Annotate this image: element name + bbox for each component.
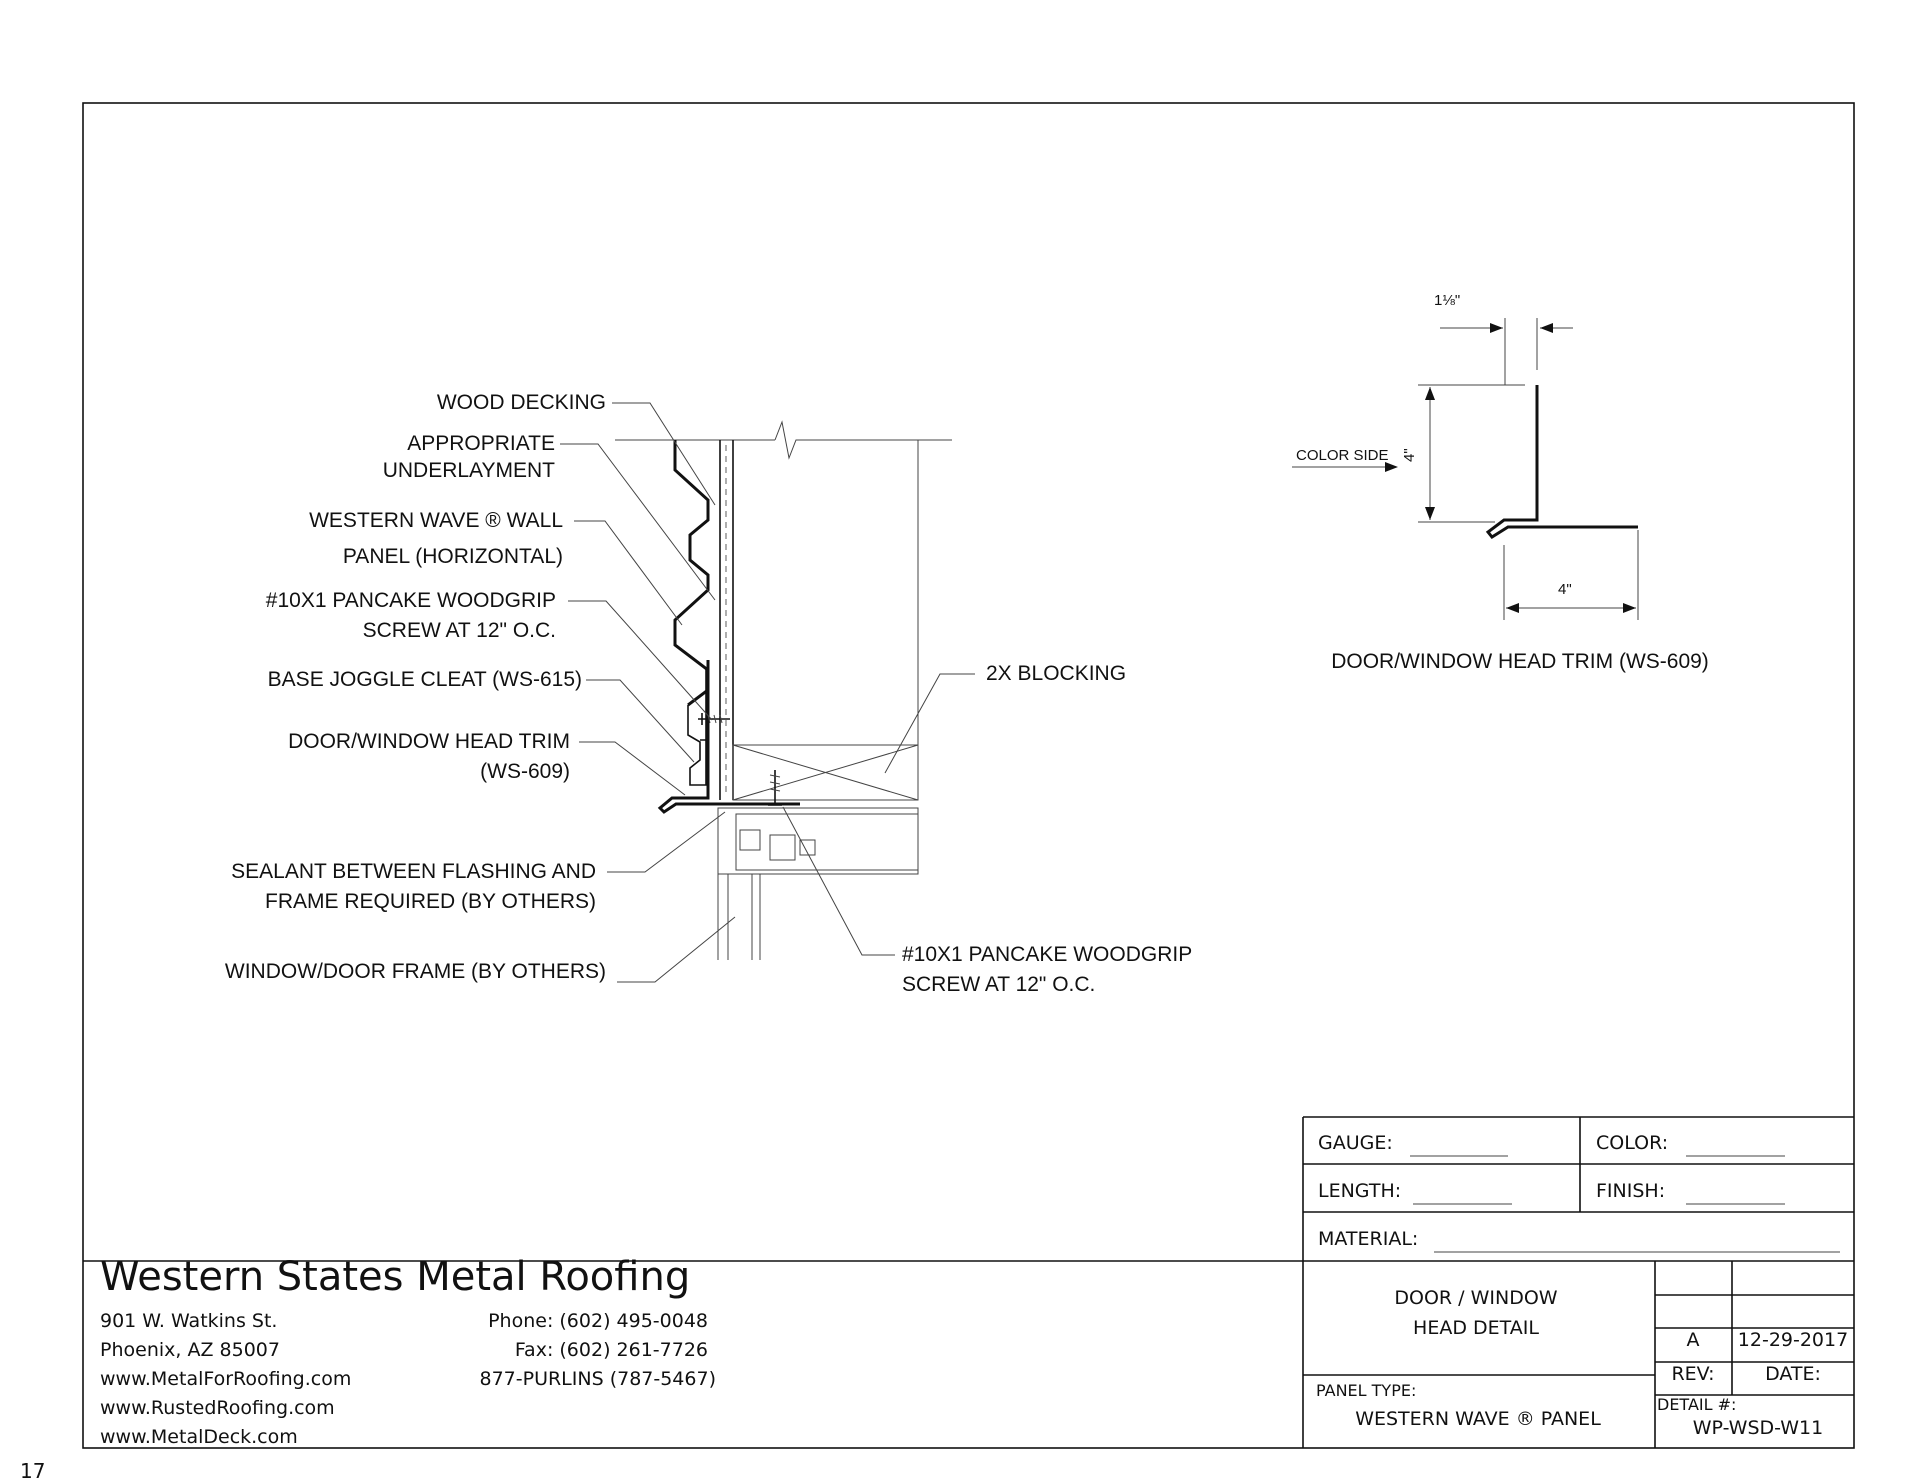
color-side-label: COLOR SIDE (1296, 447, 1389, 464)
company-block: Western States Metal Roofing 901 W. Watk… (100, 1254, 716, 1448)
label-underlayment-2: UNDERLAYMENT (383, 459, 555, 482)
color-label: COLOR: (1596, 1132, 1668, 1154)
drawing-title: DOOR / WINDOW (1394, 1287, 1557, 1309)
panel-type-value: WESTERN WAVE ® PANEL (1355, 1408, 1601, 1430)
label-head-trim-2: (WS-609) (480, 760, 570, 783)
label-wood-decking: WOOD DECKING (437, 391, 606, 414)
finish-label: FINISH: (1596, 1180, 1665, 1202)
dim-horizontal-label: 4" (1558, 581, 1572, 598)
sheet-border (82, 102, 1855, 1449)
drawing-title-2: HEAD DETAIL (1413, 1317, 1539, 1339)
label-head-trim: DOOR/WINDOW HEAD TRIM (288, 730, 570, 753)
length-label: LENGTH: (1318, 1180, 1401, 1202)
panel-type-label: PANEL TYPE: (1316, 1381, 1416, 1400)
label-frame: WINDOW/DOOR FRAME (BY OTHERS) (225, 960, 606, 983)
label-underlayment: APPROPRIATE (407, 432, 555, 455)
address-line-2: Phoenix, AZ 85007 (100, 1339, 280, 1361)
address-line-1: 901 W. Watkins St. (100, 1310, 277, 1332)
material-label: MATERIAL: (1318, 1228, 1418, 1250)
gauge-label: GAUGE: (1318, 1132, 1393, 1154)
section-detail (560, 402, 975, 983)
screw-bottom-icon (768, 770, 782, 806)
rev-label: REV: (1671, 1363, 1714, 1385)
dim-vertical-label: 4" (1401, 448, 1418, 462)
title-block: GAUGE: COLOR: LENGTH: FINISH: MATERIAL: … (83, 1116, 1854, 1448)
label-sealant-2: FRAME REQUIRED (BY OTHERS) (265, 890, 596, 913)
rev-value: A (1687, 1329, 1700, 1351)
toll-free: 877-PURLINS (787-5467) (480, 1368, 717, 1390)
dim-top-label: 1⅛" (1434, 292, 1460, 309)
callout-labels: WOOD DECKING APPROPRIATE UNDERLAYMENT WE… (225, 391, 1192, 996)
label-screw-top: #10X1 PANCAKE WOODGRIP (266, 589, 556, 612)
label-sealant: SEALANT BETWEEN FLASHING AND (231, 860, 596, 883)
fax: Fax: (602) 261-7726 (515, 1339, 708, 1361)
label-wall-panel: WESTERN WAVE ® WALL (309, 509, 563, 532)
trim-caption: DOOR/WINDOW HEAD TRIM (WS-609) (1331, 650, 1709, 673)
detail-value: WP-WSD-W11 (1693, 1417, 1823, 1439)
leader-lines (560, 402, 975, 983)
detail-label: DETAIL #: (1657, 1395, 1736, 1414)
website-2[interactable]: www.RustedRoofing.com (100, 1397, 335, 1419)
label-screw-top-2: SCREW AT 12" O.C. (363, 619, 556, 642)
label-base-cleat: BASE JOGGLE CLEAT (WS-615) (268, 668, 582, 691)
company-name: Western States Metal Roofing (100, 1254, 690, 1300)
phone: Phone: (602) 495-0048 (488, 1310, 708, 1332)
label-blocking: 2X BLOCKING (986, 662, 1126, 685)
label-wall-panel-2: PANEL (HORIZONTAL) (343, 545, 563, 568)
screw-top-icon (698, 713, 730, 725)
label-screw-bottom-2: SCREW AT 12" O.C. (902, 973, 1095, 996)
date-value: 12-29-2017 (1738, 1329, 1848, 1351)
label-screw-bottom: #10X1 PANCAKE WOODGRIP (902, 943, 1192, 966)
website-3[interactable]: www.MetalDeck.com (100, 1426, 298, 1448)
website-1[interactable]: www.MetalForRoofing.com (100, 1368, 351, 1390)
date-label: DATE: (1765, 1363, 1821, 1385)
page-number: 17 (20, 1459, 45, 1483)
trim-profile-detail: 1⅛" 4" COLOR SIDE 4" DOOR/WINDOW HEAD TR… (1292, 292, 1709, 673)
